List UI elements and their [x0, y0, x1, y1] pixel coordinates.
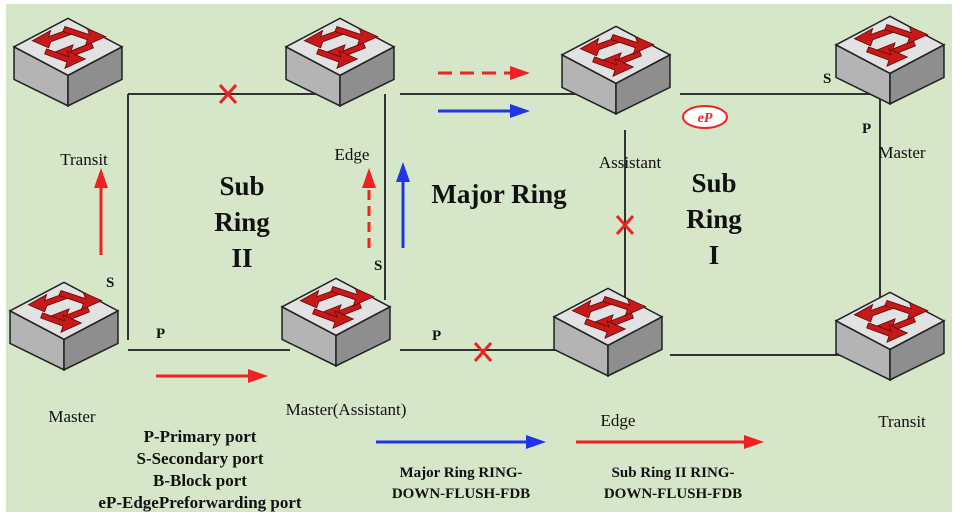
arrow-legend-sub: DOWN-FLUSH-FDB — [604, 486, 742, 502]
ring-label-sub-i: Ring — [686, 204, 742, 234]
port-label: S — [106, 275, 114, 291]
arrow-legend-major: DOWN-FLUSH-FDB — [392, 486, 530, 502]
node-label-bottom-far-right: Transit — [878, 412, 926, 431]
port-label: P — [156, 326, 165, 342]
ring-label-sub-i: I — [709, 240, 720, 270]
node-label-top-mid: Edge — [335, 145, 370, 164]
port-label: P — [862, 121, 871, 137]
port-label: S — [823, 71, 831, 87]
ep-badge — [682, 105, 728, 129]
node-label-bottom-mid: Master(Assistant) — [286, 400, 407, 419]
legend-item: P-Primary port — [144, 427, 257, 446]
node-label-top-left: Transit — [60, 150, 108, 169]
arrow-legend-sub: Sub Ring II RING- — [612, 465, 735, 481]
ring-label-sub-i: Sub — [691, 168, 736, 198]
ring-label-sub-ii: Sub — [219, 171, 264, 201]
flush-arrows — [94, 66, 764, 449]
node-label-top-center: Assistant — [599, 153, 662, 172]
port-label: P — [432, 328, 441, 344]
legend-item: B-Block port — [153, 471, 247, 490]
diagram-background — [6, 4, 952, 512]
arrow-legend-major: Major Ring RING- — [399, 465, 522, 481]
ep-badge-label: eP — [698, 111, 713, 126]
node-label-top-far-right: Master — [878, 143, 926, 162]
port-label: S — [374, 258, 382, 274]
node-label-bottom-center: Edge — [601, 411, 636, 430]
legend-item: eP-EdgePreforwarding port — [98, 493, 302, 512]
node-label-bottom-left: Master — [48, 407, 96, 426]
legend-item: S-Secondary port — [136, 449, 263, 468]
ring-label-sub-ii: Ring — [214, 207, 270, 237]
ring-label-sub-ii: II — [231, 243, 252, 273]
ring-label-major: Major Ring — [431, 179, 567, 209]
